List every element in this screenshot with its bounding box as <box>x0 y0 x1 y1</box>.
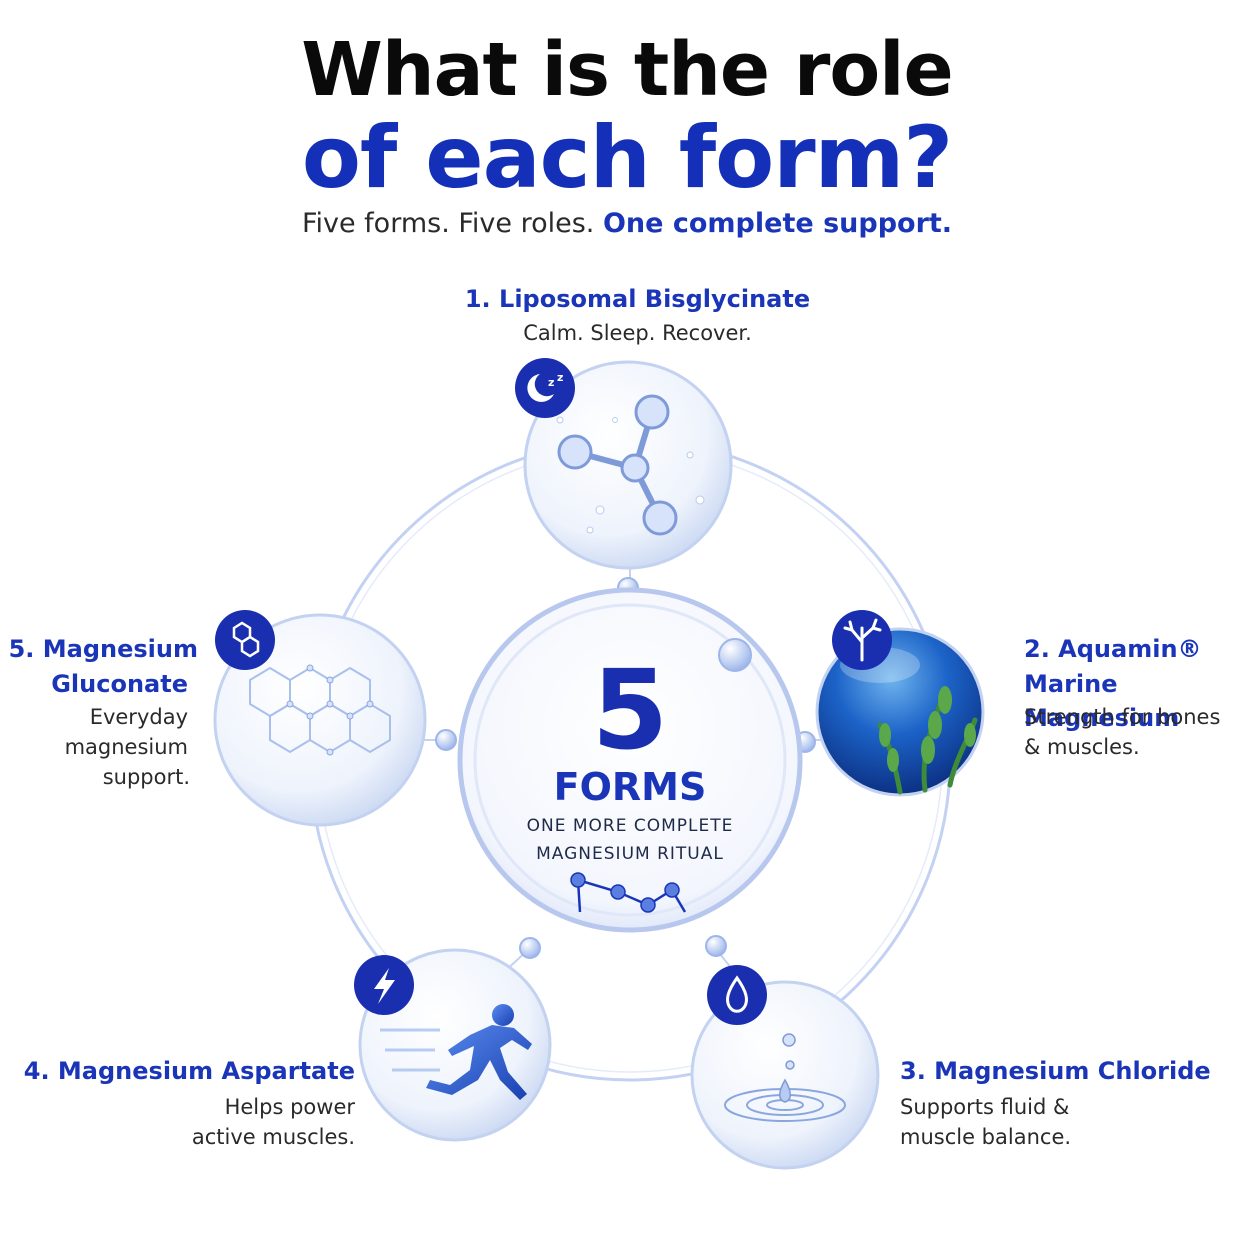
connector-node <box>519 937 541 959</box>
coral-icon <box>832 610 892 670</box>
form1-desc: Calm. Sleep. Recover. <box>523 321 752 345</box>
center-subtext: ONE MORE COMPLETE MAGNESIUM RITUAL <box>460 812 800 868</box>
subtitle: Five forms. Five roles. One complete sup… <box>0 206 1254 242</box>
hexagon-molecule-icon <box>215 610 275 670</box>
title-line-2: of each form? <box>301 108 953 208</box>
bubble-liposomal-bisglycinate <box>523 360 733 570</box>
form2-desc-line2: & muscles. <box>1024 735 1140 759</box>
subtitle-plain: Five forms. Five roles. <box>301 208 603 239</box>
form4-desc-line1: Helps power <box>224 1095 355 1119</box>
moon-zzz-icon: z z <box>515 358 575 418</box>
center-subtext-line1: ONE MORE COMPLETE <box>526 816 734 836</box>
runner-figure <box>426 1004 532 1100</box>
svg-text:z: z <box>548 376 554 389</box>
bubble-aquamin-marine <box>815 627 985 797</box>
form5-desc-line3: support. <box>102 765 190 789</box>
form2-desc-line1: Strength for bones <box>1024 705 1221 729</box>
water-drop-icon <box>707 965 767 1025</box>
bubble-magnesium-gluconate <box>213 613 427 827</box>
subtitle-highlight: One complete support. <box>602 208 953 239</box>
connector-node <box>705 935 727 957</box>
form3-title: 3. Magnesium Chloride <box>900 1057 1211 1085</box>
form5-desc-line1: Everyday <box>89 705 188 729</box>
form1-title: 1. Liposomal Bisglycinate <box>464 285 811 313</box>
center-number: 5 <box>591 646 669 774</box>
form4-desc-line2: active muscles. <box>191 1125 355 1149</box>
form5-desc-line2: magnesium <box>64 735 188 759</box>
title-line-1: What is the role <box>301 27 953 113</box>
center-bubble <box>457 587 803 933</box>
form3-desc-line2: muscle balance. <box>900 1125 1072 1149</box>
lightning-icon <box>354 955 414 1015</box>
center-subtext-line2: MAGNESIUM RITUAL <box>536 844 724 864</box>
connector-node <box>435 729 457 751</box>
form3-desc-line1: Supports fluid & <box>900 1095 1070 1119</box>
form4-title: 4. Magnesium Aspartate <box>23 1057 355 1085</box>
form5-title-line1: 5. Magnesium <box>8 635 198 663</box>
center-label: FORMS <box>553 765 707 809</box>
form2-title-line1: 2. Aquamin® <box>1024 635 1202 663</box>
svg-text:z: z <box>557 371 563 384</box>
form5-title-line2: Gluconate <box>51 670 188 698</box>
bubble-magnesium-chloride <box>690 980 880 1170</box>
form2-title-line2: Marine Magnesium <box>1024 670 1180 732</box>
